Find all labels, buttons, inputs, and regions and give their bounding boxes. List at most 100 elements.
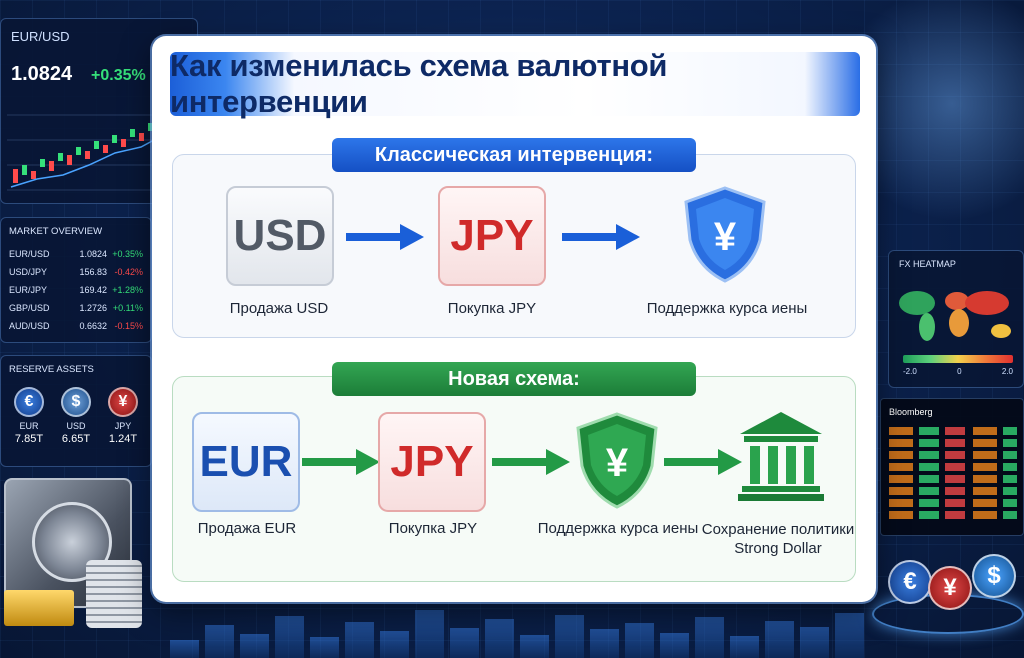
shield-yen-symbol: ¥ [714, 215, 737, 259]
caption-sell-eur: Продажа EUR [197, 520, 297, 537]
market-row: EUR/USD 1.0824 +0.35% [9, 245, 143, 263]
fx-heatmap-panel: FX HEATMAP -2.0 0 2.0 [888, 250, 1024, 388]
caption-yen-support: Поддержка курса иены [537, 520, 699, 537]
candle [103, 145, 108, 153]
jpy-tile: JPY [378, 412, 486, 512]
gold-bars-illustration [4, 590, 74, 626]
jpy-tile: JPY [438, 186, 546, 286]
market-change: -0.15% [114, 321, 143, 331]
bloomberg-terminal-panel: Bloomberg [880, 398, 1024, 536]
candle [31, 171, 36, 179]
classic-heading: Классическая интервенция: [332, 138, 696, 172]
candle [67, 155, 72, 165]
ticker-pair: EUR/USD [11, 29, 70, 44]
caption-strong-dollar-policy: Сохранение политики Strong Dollar [698, 520, 858, 558]
yen-coin-icon: ¥ [928, 566, 972, 610]
market-price: 1.2726 [79, 303, 107, 313]
arrow-right-icon [492, 449, 570, 475]
euro-coin-icon: € [14, 387, 44, 417]
market-row: AUD/USD 0.6632 -0.15% [9, 317, 143, 335]
market-price: 0.6632 [79, 321, 107, 331]
coin-stack-illustration [86, 560, 142, 628]
market-change: +0.35% [112, 249, 143, 259]
reserve-assets-panel: RESERVE ASSETS € EUR 7.85T $ USD 6.65T ¥… [0, 355, 152, 467]
caption-yen-support: Поддержка курса иены [646, 300, 808, 317]
market-row: EUR/JPY 169.42 +1.28% [9, 281, 143, 299]
dollar-coin-icon: $ [61, 387, 91, 417]
market-pair: USD/JPY [9, 267, 48, 277]
candle [130, 129, 135, 137]
market-price: 1.0824 [79, 249, 107, 259]
market-pair: EUR/USD [9, 249, 50, 259]
candle [76, 147, 81, 155]
ticker-change: +0.35% [91, 67, 146, 84]
candle [49, 161, 54, 171]
market-change: -0.42% [114, 267, 143, 277]
candle [112, 135, 117, 143]
ticker-price: 1.0824 [11, 63, 73, 85]
candle [85, 151, 90, 159]
arrow-right-icon [664, 449, 742, 475]
green-yen-shield-icon: ¥ [576, 412, 658, 509]
bank-building-icon [738, 412, 824, 501]
arrow-right-icon [346, 224, 424, 250]
shield-yen-symbol: ¥ [606, 441, 629, 485]
euro-coin-icon: € [888, 560, 932, 604]
market-row: USD/JPY 156.83 -0.42% [9, 263, 143, 281]
caption-policy-line1: Сохранение политики [701, 521, 855, 538]
dollar-coin-icon: $ [972, 554, 1016, 598]
reserve-code: JPY [114, 421, 132, 431]
reserve-code: USD [66, 421, 86, 431]
market-pair: EUR/JPY [9, 285, 48, 295]
page-title: Как изменилась схема валютной интервенци… [170, 48, 668, 119]
caption-buy-jpy: Покупка JPY [447, 300, 537, 317]
fx-heatmap-title: FX HEATMAP [899, 259, 956, 269]
infographic-card: Как изменилась схема валютной интервенци… [152, 36, 876, 602]
reserve-value: 7.85T [14, 433, 44, 445]
market-price: 156.83 [79, 267, 107, 277]
market-overview-title: MARKET OVERVIEW [9, 226, 103, 237]
bloomberg-title: Bloomberg [889, 407, 933, 417]
scale-label-max: 2.0 [1001, 367, 1013, 376]
background-bar-decoration [170, 598, 864, 658]
reserve-item-usd: $ USD 6.65T [56, 387, 96, 445]
yen-coin-icon: ¥ [108, 387, 138, 417]
arrow-right-icon [302, 449, 380, 475]
candle [22, 165, 27, 175]
candle [139, 133, 144, 141]
candle [13, 169, 18, 183]
candle [58, 153, 63, 161]
scale-label-min: -2.0 [903, 367, 917, 376]
terminal-data-rows [889, 427, 1017, 523]
market-pair: AUD/USD [9, 321, 50, 331]
blue-yen-shield-icon: ¥ [684, 186, 766, 283]
scale-label-mid: 0 [957, 367, 962, 376]
market-row: GBP/USD 1.2726 +0.11% [9, 299, 143, 317]
vault-illustration [4, 478, 132, 608]
candle [94, 141, 99, 149]
market-overview-panel: MARKET OVERVIEW EUR/USD 1.0824 +0.35% USD/J… [0, 217, 152, 343]
market-price: 169.42 [79, 285, 107, 295]
vault-door-icon [32, 502, 112, 582]
caption-buy-jpy: Покупка JPY [388, 520, 478, 537]
market-change: +0.11% [112, 303, 143, 313]
usd-tile: USD [226, 186, 334, 286]
reserve-code: EUR [19, 421, 39, 431]
market-change: +1.28% [112, 285, 143, 295]
reserve-assets-title: RESERVE ASSETS [9, 364, 94, 375]
candle [148, 123, 153, 131]
eur-tile: EUR [192, 412, 300, 512]
reserve-value: 1.24T [108, 433, 138, 445]
reserve-value: 6.65T [61, 433, 91, 445]
candle [121, 139, 126, 147]
new-scheme-heading: Новая схема: [332, 362, 696, 396]
world-heatmap-map [899, 291, 1011, 341]
market-pair: GBP/USD [9, 303, 50, 313]
title-banner: Как изменилась схема валютной интервенци… [170, 48, 860, 119]
arrow-right-icon [562, 224, 640, 250]
reserve-item-eur: € EUR 7.85T [9, 387, 49, 445]
heatmap-color-scale [903, 355, 1013, 363]
caption-policy-line2: Strong Dollar [734, 540, 822, 557]
candle [40, 159, 45, 167]
caption-sell-usd: Продажа USD [229, 300, 329, 317]
